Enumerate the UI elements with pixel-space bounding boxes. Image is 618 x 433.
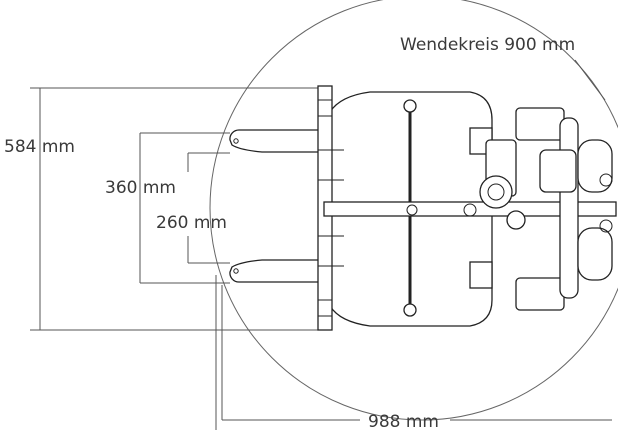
overall-width-label: 584 mm — [4, 137, 75, 157]
inner-fork-label: 260 mm — [156, 213, 227, 233]
turning-circle-label: Wendekreis 900 mm — [400, 35, 575, 55]
upper-fork — [229, 129, 323, 153]
dimension-overall-width: 584 mm — [4, 87, 320, 331]
dimension-overall-length: 988 mm — [215, 275, 612, 432]
outer-fork-label: 360 mm — [105, 178, 176, 198]
overall-length-label: 988 mm — [368, 412, 439, 432]
machine-outline — [229, 85, 617, 331]
turning-circle-leader — [574, 59, 606, 101]
dimension-outer-fork: 360 mm — [105, 132, 230, 284]
turning-circle — [209, 0, 618, 421]
lower-fork — [229, 259, 323, 283]
dimension-inner-fork: 260 mm — [156, 152, 230, 264]
